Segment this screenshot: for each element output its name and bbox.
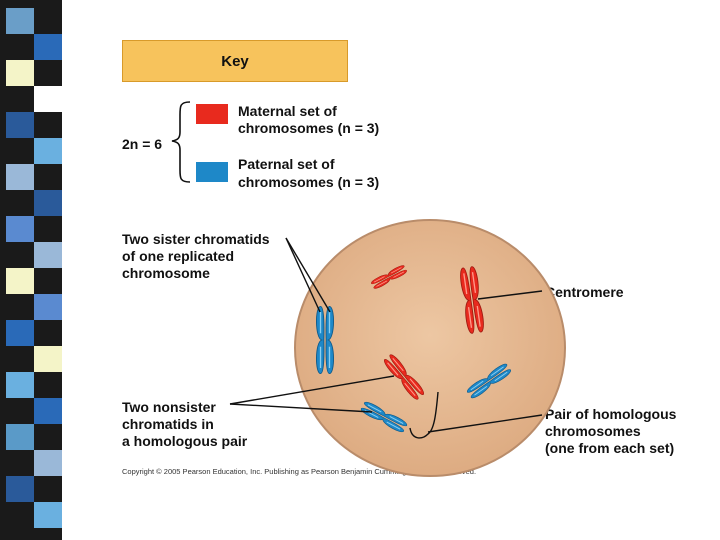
cell-circle xyxy=(294,219,566,477)
nonsister-line2: chromatids in xyxy=(122,416,214,432)
key-brace xyxy=(171,101,191,183)
nonsister-line3: a homologous pair xyxy=(122,433,248,449)
sister-chromatids-line2: of one replicated xyxy=(122,248,235,264)
nonsister-pointer-1 xyxy=(229,375,395,405)
paternal-line2: chromosomes (n = 3) xyxy=(238,174,380,190)
decorative-side-strip xyxy=(0,0,62,540)
paternal-line1: Paternal set of xyxy=(238,156,335,172)
homologous-pair-line1: Pair of homologous xyxy=(545,406,677,422)
sister-pointer-1 xyxy=(285,237,321,313)
centromere-pointer xyxy=(477,290,543,300)
sister-chromatids-line3: chromosome xyxy=(122,265,210,281)
homologous-pair-line2: chromosomes xyxy=(545,423,641,439)
key-title: Key xyxy=(221,53,249,70)
copyright-text: Copyright © 2005 Pearson Education, Inc.… xyxy=(122,467,477,476)
homologous-pointer xyxy=(427,414,543,433)
two-n-label: 2n = 6 xyxy=(122,136,163,152)
homologous-bracket xyxy=(409,391,439,439)
nonsister-line1: Two nonsister xyxy=(122,399,216,415)
maternal-line1: Maternal set of xyxy=(238,103,337,119)
key-box: Key xyxy=(122,40,348,82)
maternal-swatch xyxy=(196,104,228,124)
sister-pointer-2 xyxy=(285,237,331,313)
paternal-swatch xyxy=(196,162,228,182)
maternal-line2: chromosomes (n = 3) xyxy=(238,120,380,136)
nonsister-pointer-2 xyxy=(229,403,373,413)
sister-chromatids-line1: Two sister chromatids xyxy=(122,231,270,247)
centromere-label: Centromere xyxy=(545,284,624,300)
homologous-pair-line3: (one from each set) xyxy=(545,440,675,456)
